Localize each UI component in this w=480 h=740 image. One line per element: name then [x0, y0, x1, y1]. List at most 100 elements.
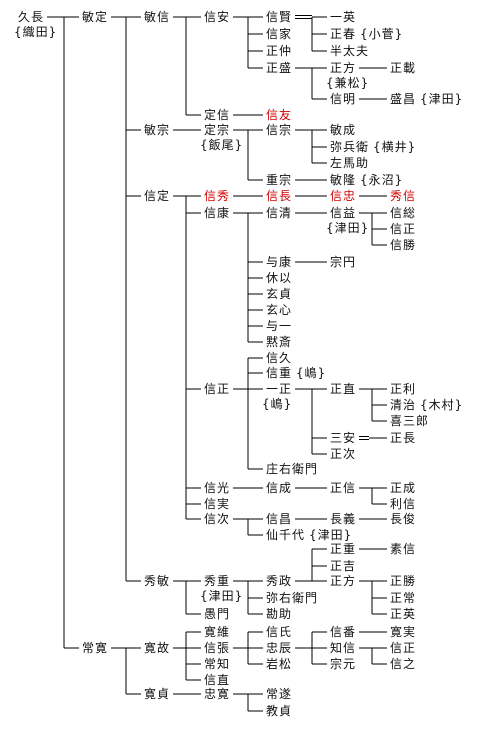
person-senchiyo: 仙千代	[266, 528, 305, 542]
person-name: 正成	[390, 481, 417, 495]
person-name: 岩松	[266, 657, 293, 671]
person-hiroi: 寛維	[204, 625, 230, 639]
person-note: {津田}	[200, 589, 244, 603]
person-nobufusa: 信総	[390, 206, 416, 220]
person-name: 玄心	[266, 303, 293, 317]
person-name: 素信	[390, 542, 417, 556]
person-genshin: 玄心	[266, 303, 292, 317]
person-kyui: 休以	[266, 271, 292, 285]
person-name: 信昌	[266, 512, 293, 526]
person-yoichi: 与一	[266, 319, 292, 333]
person-name: 三安	[330, 431, 357, 445]
person-name: 寛貞	[144, 687, 171, 701]
person-name: 信実	[204, 497, 231, 511]
person-note-text: 織田	[22, 25, 49, 39]
person-name: 秀敏	[144, 574, 171, 588]
person-name: 秀政	[266, 574, 293, 588]
person-name: 信明	[330, 92, 357, 106]
person-name: 定信	[204, 108, 231, 122]
person-samanosuke: 左馬助	[330, 156, 369, 170]
person-nobumasa2: 信昌	[266, 512, 292, 526]
person-note-text: 津田	[208, 589, 235, 603]
person-kazumasa: 一正	[266, 382, 292, 396]
person-name: 喜三郎	[390, 414, 430, 428]
person-name: 正常	[390, 591, 417, 605]
person-tadahiro: 忠寛	[204, 687, 230, 701]
person-nobumasu: 信益	[330, 206, 356, 220]
person-joukan: 常寛	[82, 641, 108, 655]
person-name: 敏隆	[330, 173, 357, 187]
person-sadanobu: 定信	[204, 108, 230, 122]
person-hidemasa: 秀政	[266, 574, 292, 588]
person-mokusai: 黙斎	[266, 335, 292, 349]
person-norisada: 教貞	[266, 704, 292, 718]
person-note: {津田}	[420, 92, 464, 106]
person-nagayoshi: 長義	[330, 512, 356, 526]
person-name: 勘助	[266, 607, 293, 621]
person-name: 常寛	[82, 641, 109, 655]
person-name: 正次	[330, 447, 357, 461]
person-nobushige: 信重	[266, 366, 292, 380]
person-name: 秀信	[390, 189, 417, 203]
person-masayoshi: 正吉	[330, 559, 356, 573]
person-nobutsugu: 信次	[204, 512, 230, 526]
person-name: 信直	[204, 673, 231, 687]
person-name: 愚門	[204, 607, 231, 621]
person-name: 利信	[390, 497, 417, 511]
person-name: 定宗	[204, 123, 231, 137]
person-name: 信秀	[204, 189, 231, 203]
person-note-text: 横井	[381, 140, 408, 154]
person-toshinobu2: 利信	[390, 497, 416, 511]
person-name: 正春	[330, 27, 357, 41]
person-note: {嶋}	[296, 366, 327, 380]
person-tsunetou: 常遂	[266, 687, 292, 701]
person-masatoshi: 正利	[390, 382, 416, 396]
person-name: 信康	[204, 206, 231, 220]
person-motonobu: 素信	[390, 542, 416, 556]
person-name: 信清	[266, 206, 293, 220]
person-name: 秀重	[204, 574, 231, 588]
person-name: 信成	[266, 481, 293, 495]
person-masanaka: 正仲	[266, 44, 292, 58]
person-name: 信張	[204, 641, 231, 655]
person-hiroyuki: 寛故	[144, 641, 170, 655]
person-nobumasa3: 信正	[390, 222, 416, 236]
person-masaharu: 正春	[330, 27, 356, 41]
person-name: 盛昌	[390, 92, 417, 106]
person-name: 常遂	[266, 687, 293, 701]
person-note-text: 津田	[334, 221, 361, 235]
person-nobumune: 信宗	[266, 123, 292, 137]
person-nagatoshi: 長俊	[390, 512, 416, 526]
person-masakata: 正方	[330, 61, 356, 75]
person-hirosada: 寛貞	[144, 687, 170, 701]
person-kiyoji: 清治	[390, 398, 416, 412]
person-name: 信光	[204, 481, 231, 495]
person-ichiei: 一英	[330, 10, 356, 24]
person-note-text: 飯尾	[208, 138, 235, 152]
person-gentei: 玄貞	[266, 287, 292, 301]
person-note-text: 津田	[428, 92, 455, 106]
person-morimasa: 盛昌	[390, 92, 416, 106]
person-name: 黙斎	[266, 335, 293, 349]
person-note: {津田}	[326, 221, 370, 235]
person-name: 教貞	[266, 704, 293, 718]
person-nobuzane: 信実	[204, 497, 230, 511]
person-name: 正長	[390, 431, 417, 445]
person-note-text: 木村	[428, 398, 455, 412]
person-note-text: 小菅	[368, 27, 395, 41]
person-name: 正利	[390, 382, 417, 396]
person-note: {永沼}	[360, 173, 404, 187]
person-sanan: 三安	[330, 431, 356, 445]
person-muneen: 宗円	[330, 255, 356, 269]
person-note: {小菅}	[360, 27, 404, 41]
person-name: 常知	[204, 657, 231, 671]
person-name: 正英	[390, 607, 417, 621]
person-tadatoki: 忠辰	[266, 641, 292, 655]
person-name: 寛維	[204, 625, 231, 639]
person-toshimune: 敏宗	[144, 123, 170, 137]
person-note: {織田}	[14, 25, 58, 39]
person-shouemon: 庄右衛門	[266, 462, 318, 476]
person-nobuyuki: 信之	[390, 657, 416, 671]
person-name: 信総	[390, 206, 417, 220]
person-name: 信家	[266, 27, 293, 41]
